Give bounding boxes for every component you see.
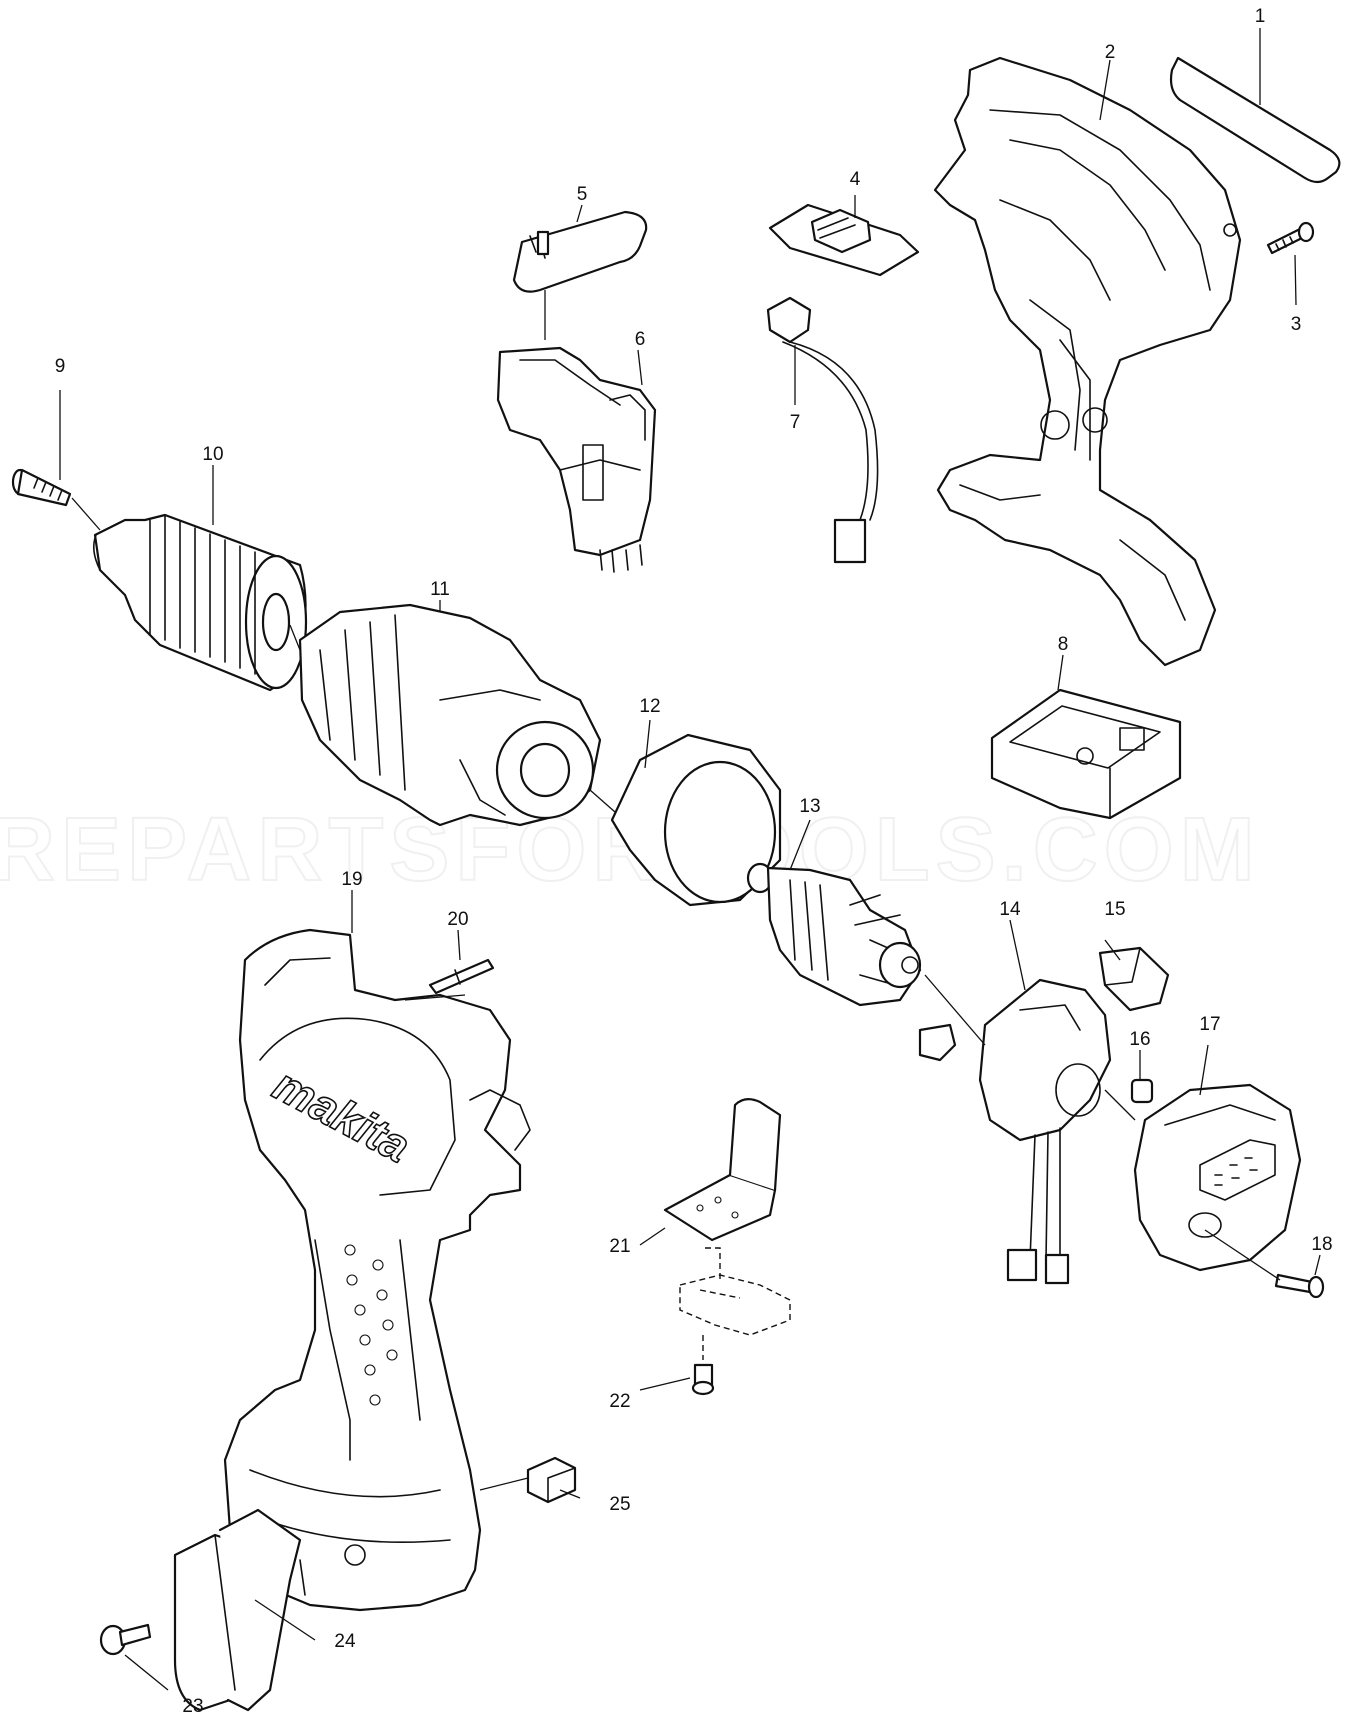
callout-12: 12: [639, 696, 660, 717]
part-6-switch: [496, 346, 657, 573]
callout-6: 6: [635, 329, 646, 350]
part-22-screw: [679, 1247, 791, 1396]
part-8-terminal-block: [990, 688, 1182, 820]
callout-22: 22: [609, 1391, 630, 1412]
part-7-wire-harness: [766, 296, 879, 564]
callout-labels: 1 2 3 4 5 6 7 8 9 10 11 12 13 14 15 16 1…: [55, 6, 1333, 1717]
callout-19: 19: [341, 869, 362, 890]
part-15-carbon-brush: [1098, 946, 1170, 1012]
callout-20: 20: [447, 909, 468, 930]
part-24-belt-hook: [173, 1508, 302, 1712]
part-19-housing-left: makita: [223, 928, 531, 1612]
callout-7: 7: [790, 412, 801, 433]
part-12-field-housing: [610, 733, 782, 907]
part-1-nameplate: [1169, 56, 1341, 184]
callout-11: 11: [430, 579, 450, 600]
callout-8: 8: [1058, 634, 1069, 655]
callout-14: 14: [999, 899, 1021, 920]
leader-lines: [59, 28, 1321, 1691]
part-4-switch-lever: [768, 203, 920, 277]
part-3-screw: [1266, 221, 1315, 255]
part-23-screw: [99, 1623, 152, 1656]
callout-4: 4: [850, 169, 861, 190]
part-13-armature: [746, 862, 922, 1007]
part-11-gear-assembly: [298, 603, 602, 827]
part-5-trigger: [512, 210, 648, 293]
callout-3: 3: [1291, 314, 1302, 335]
callout-5: 5: [577, 184, 588, 205]
callout-10: 10: [202, 444, 223, 465]
callout-18: 18: [1311, 1234, 1332, 1255]
part-17-rear-cover: [1133, 1083, 1302, 1272]
callout-2: 2: [1105, 42, 1116, 63]
callout-25: 25: [609, 1494, 630, 1515]
callout-16: 16: [1129, 1029, 1150, 1050]
part-10-chuck: [92, 513, 308, 692]
callout-13: 13: [799, 796, 820, 817]
part-21-bracket: [663, 1098, 782, 1242]
part-16-brush-cap: [1130, 1078, 1154, 1104]
part-18-screw: [1274, 1273, 1325, 1299]
callout-23: 23: [182, 1696, 203, 1717]
callout-17: 17: [1199, 1014, 1220, 1035]
callout-9: 9: [55, 356, 66, 377]
callout-1: 1: [1255, 6, 1266, 27]
part-2-housing-right: [933, 56, 1242, 667]
callout-24: 24: [334, 1631, 356, 1652]
part-9-screw: [11, 468, 72, 507]
part-14-brush-holder: [918, 978, 1112, 1285]
part-20-spring-clip: [428, 958, 495, 995]
part-25-clip: [526, 1456, 577, 1504]
callout-15: 15: [1104, 899, 1125, 920]
callout-21: 21: [609, 1236, 630, 1257]
